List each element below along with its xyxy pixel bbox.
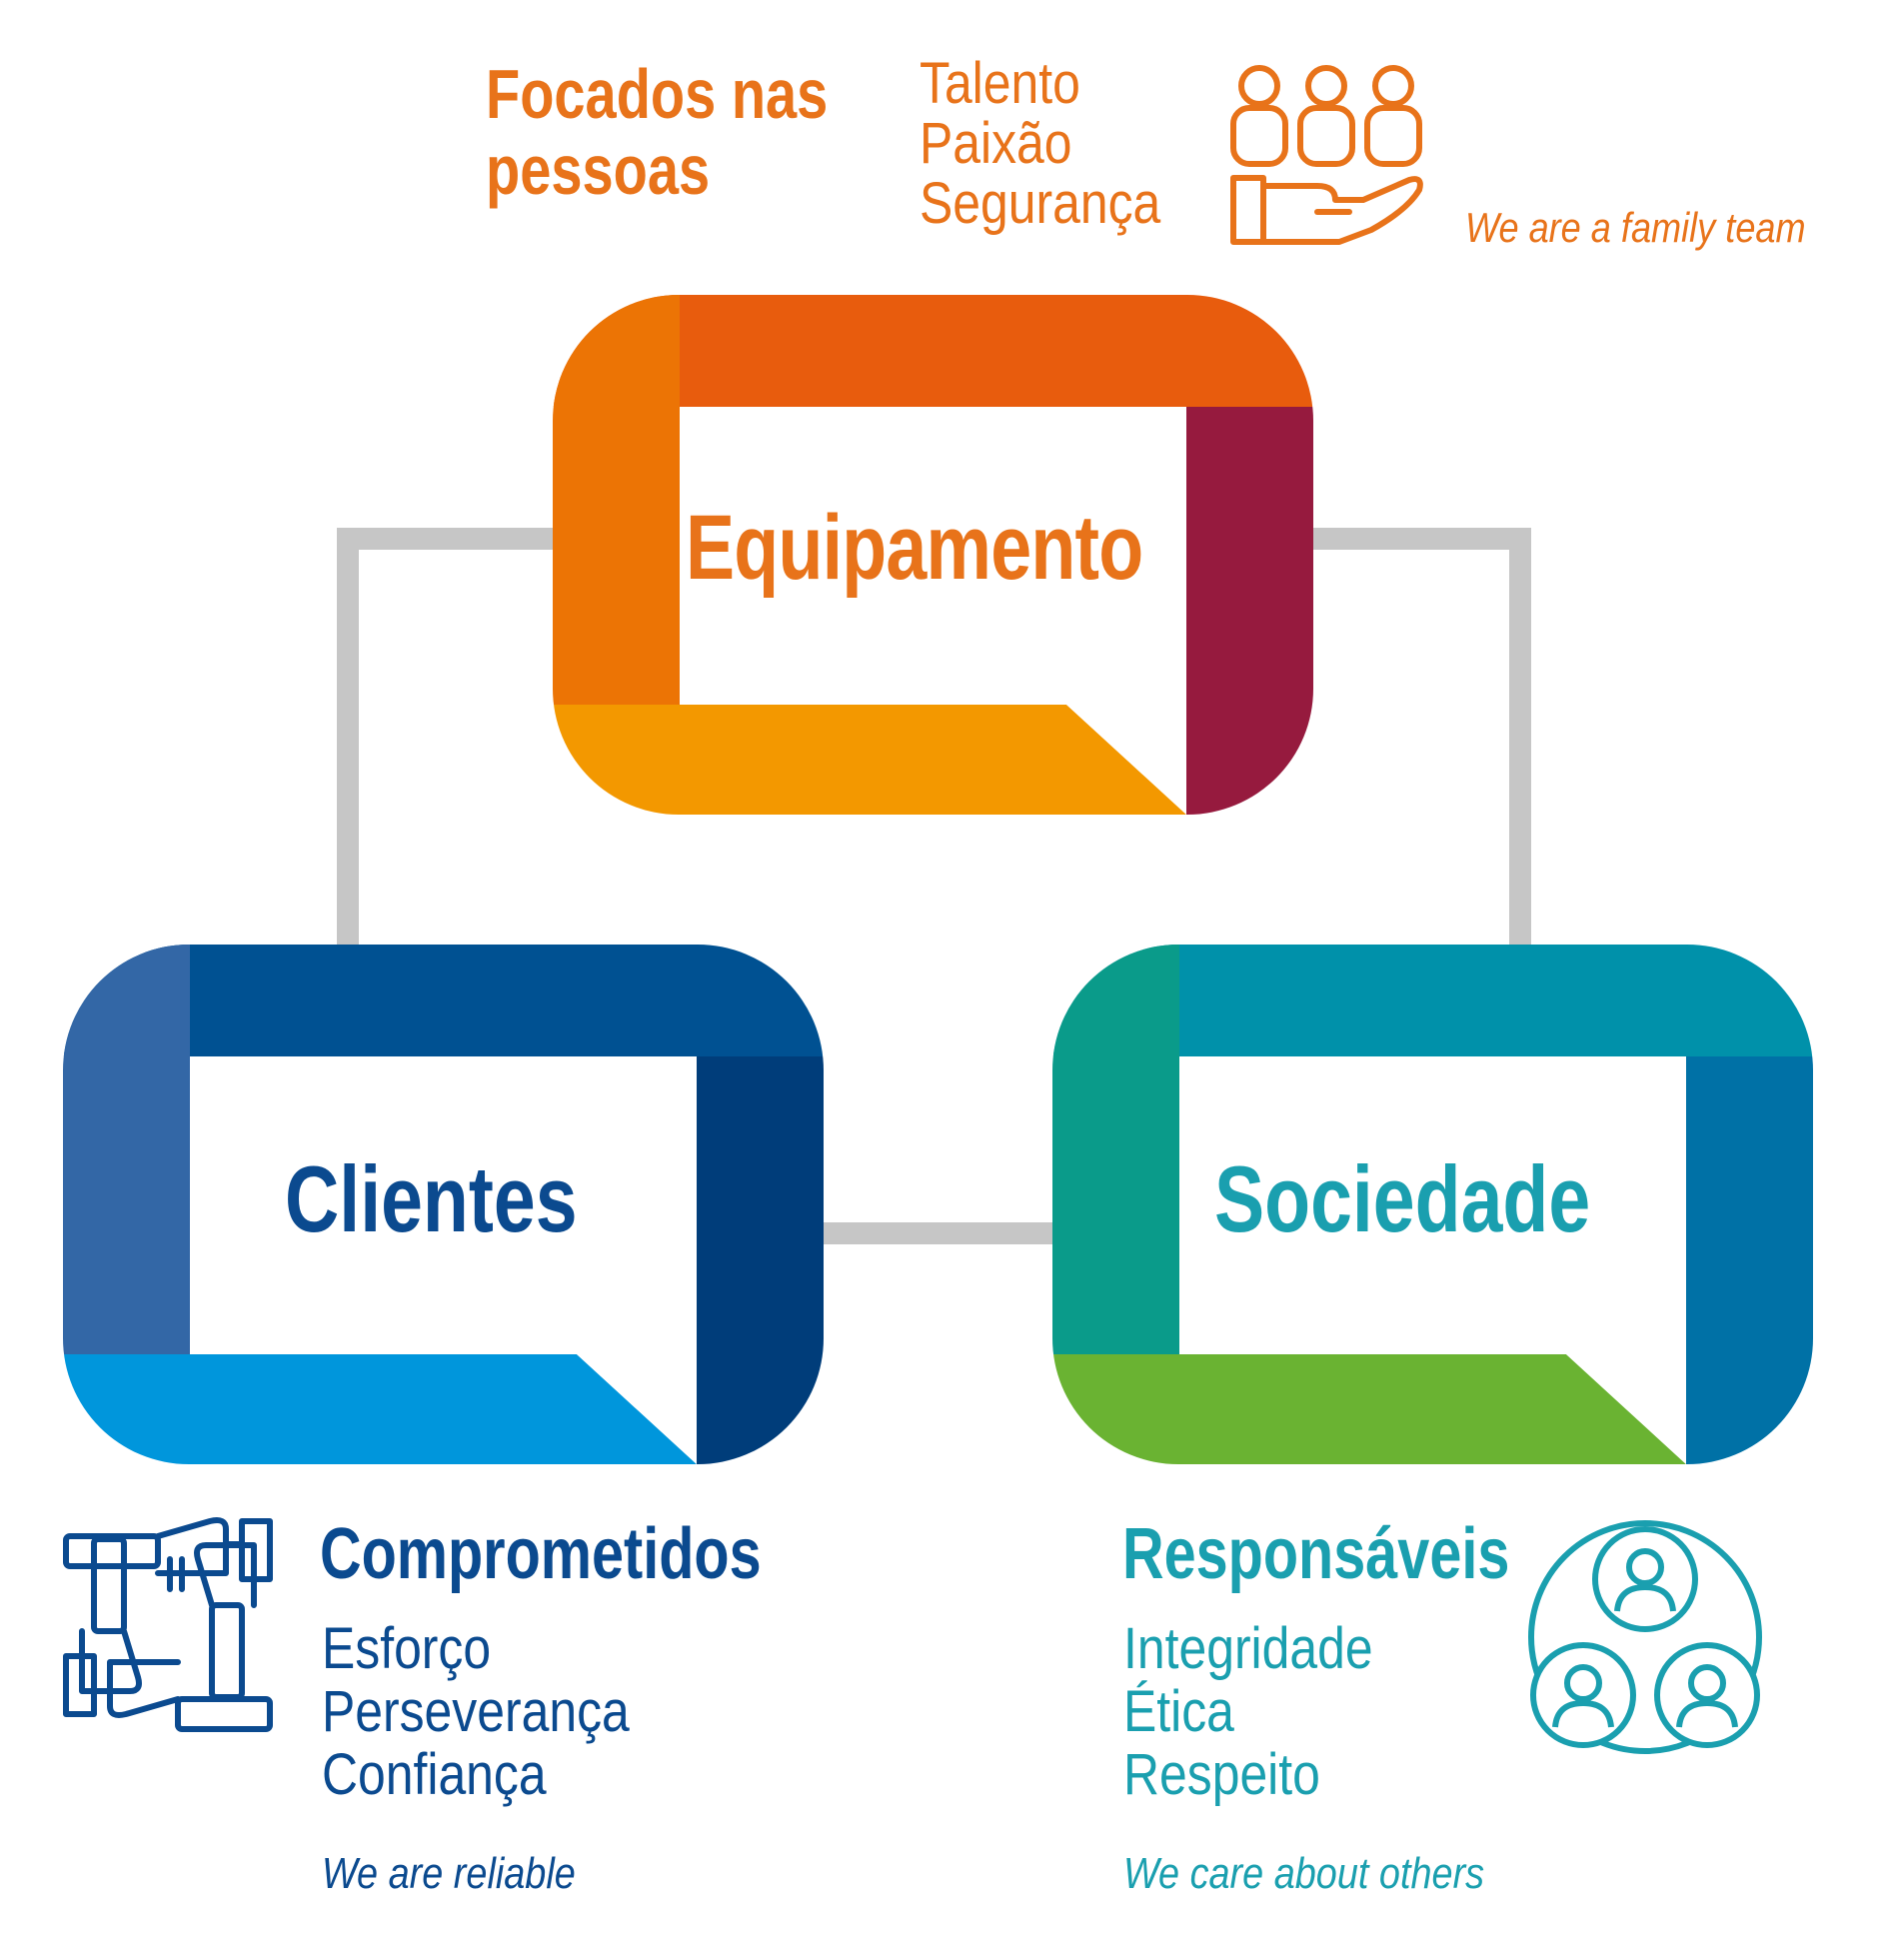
person-circle-top xyxy=(1592,1526,1698,1632)
box-equipamento-right-band xyxy=(1186,407,1313,815)
society-heading: Responsáveis xyxy=(1122,1514,1510,1594)
box-sociedade-inner xyxy=(1179,1056,1686,1464)
clients-tagline: We are reliable xyxy=(322,1849,576,1898)
node-label-equipamento: Equipamento xyxy=(686,497,1143,599)
clients-heading: Comprometidos xyxy=(320,1514,762,1594)
box-sociedade-left-band xyxy=(1052,945,1179,1354)
clients-value-confianca: Confiança xyxy=(322,1742,547,1807)
connector-top-left xyxy=(337,528,553,948)
connector-lines xyxy=(337,528,1531,1244)
box-clientes xyxy=(63,945,824,1464)
connector-top-right xyxy=(1313,528,1531,948)
people-value-talento: Talento xyxy=(920,51,1080,116)
box-equipamento-left-band xyxy=(553,295,680,705)
society-value-integridade: Integridade xyxy=(1123,1616,1373,1681)
node-label-sociedade: Sociedade xyxy=(1214,1146,1591,1251)
people-values: Talento Paixão Segurança xyxy=(920,54,1160,234)
box-equipamento-bottom-band xyxy=(553,705,1186,815)
box-sociedade-bottom-band xyxy=(1052,1354,1686,1464)
box-equipamento-inner xyxy=(680,407,1186,815)
box-clientes-right-band xyxy=(697,1056,824,1464)
clients-value-perseveranca: Perseverança xyxy=(322,1679,630,1744)
box-clientes-left-band xyxy=(63,945,190,1354)
society-tagline: We care about others xyxy=(1123,1849,1485,1898)
box-sociedade xyxy=(1052,945,1813,1464)
clients-values: Esforço Perseverança Confiança xyxy=(322,1617,630,1806)
society-values: Integridade Ética Respeito xyxy=(1123,1617,1373,1806)
box-equipamento xyxy=(553,295,1313,815)
box-sociedade-right-band xyxy=(1686,1056,1813,1464)
person-circle-left xyxy=(1530,1642,1636,1748)
people-in-hand-icon xyxy=(1230,65,1423,245)
connected-people-icon xyxy=(1528,1520,1762,1754)
people-heading: Focados nas pessoas xyxy=(486,56,828,208)
people-heading-line-1: Focados nas xyxy=(486,55,829,133)
node-label-clientes: Clientes xyxy=(285,1146,578,1251)
box-clientes-inner xyxy=(190,1056,697,1464)
society-value-etica: Ética xyxy=(1123,1679,1234,1744)
people-heading-line-2: pessoas xyxy=(486,131,711,209)
people-value-paixao: Paixão xyxy=(920,111,1072,176)
people-tagline: We are a family team xyxy=(1465,204,1806,251)
person-circle-right xyxy=(1654,1642,1760,1748)
box-clientes-bottom-band xyxy=(63,1354,697,1464)
people-value-seguranca: Segurança xyxy=(920,171,1161,236)
clients-value-esforco: Esforço xyxy=(322,1616,492,1681)
society-value-respeito: Respeito xyxy=(1123,1742,1320,1807)
joined-hands-icon xyxy=(63,1517,273,1732)
